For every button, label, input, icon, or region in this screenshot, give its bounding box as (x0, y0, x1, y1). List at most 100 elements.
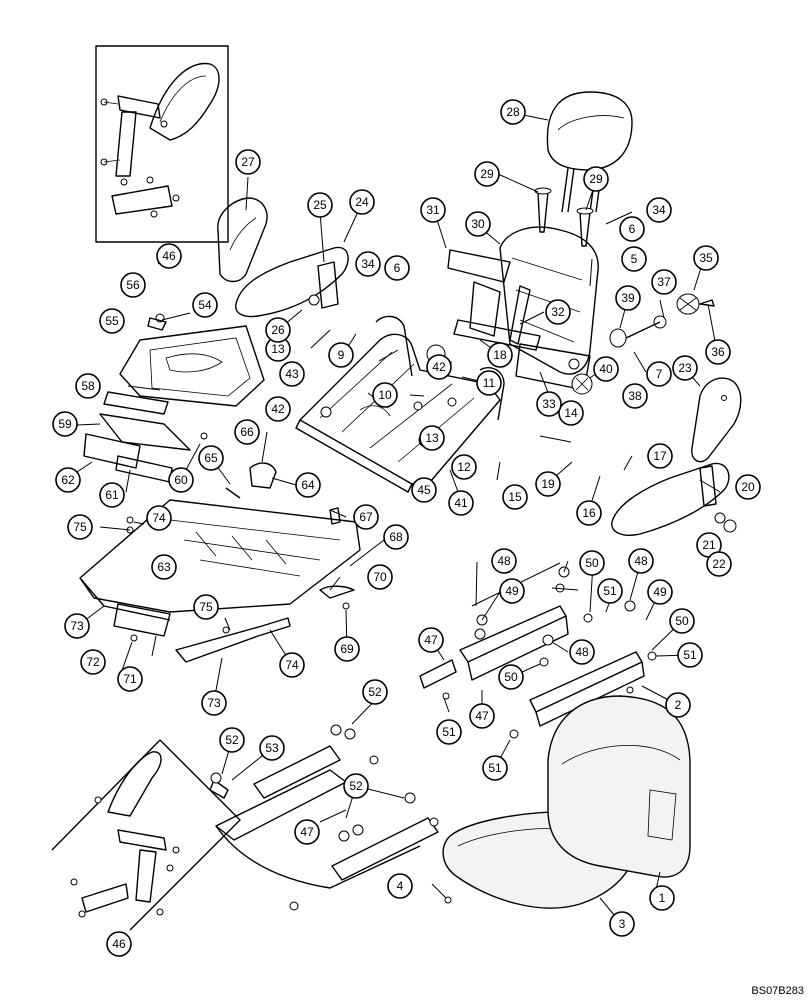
callout-73b: 73 (201, 690, 227, 716)
callout-17: 17 (647, 443, 673, 469)
svg-text:69: 69 (340, 642, 354, 656)
svg-text:47: 47 (475, 709, 489, 723)
callout-54: 54 (192, 292, 218, 318)
svg-text:10: 10 (378, 388, 392, 402)
inset-detail-top (95, 45, 229, 243)
callout-15: 15 (502, 484, 528, 510)
svg-text:19: 19 (541, 477, 555, 491)
svg-text:54: 54 (198, 298, 212, 312)
callout-5: 5 (621, 246, 647, 272)
svg-text:2: 2 (675, 698, 682, 712)
svg-text:68: 68 (389, 530, 403, 544)
callout-75b: 75 (193, 594, 219, 620)
svg-text:6: 6 (629, 222, 636, 236)
svg-text:50: 50 (585, 556, 599, 570)
callout-72: 72 (80, 649, 106, 675)
callout-51b: 51 (677, 642, 703, 668)
svg-text:37: 37 (657, 275, 671, 289)
svg-text:71: 71 (123, 672, 137, 686)
svg-text:13: 13 (425, 431, 439, 445)
callout-27: 27 (235, 149, 261, 175)
callout-53: 53 (259, 735, 285, 761)
svg-text:75: 75 (73, 520, 87, 534)
seat-plate (119, 313, 265, 407)
callout-47c: 47 (294, 819, 320, 845)
svg-text:45: 45 (417, 483, 431, 497)
bottom-rail-assembly (209, 724, 452, 911)
svg-text:48: 48 (634, 554, 648, 568)
svg-text:13: 13 (271, 342, 285, 356)
callout-48b: 48 (628, 548, 654, 574)
callout-20: 20 (735, 474, 761, 500)
callout-6b: 6 (384, 255, 410, 281)
callout-50: 50 (579, 550, 605, 576)
svg-text:41: 41 (454, 496, 468, 510)
callout-63: 63 (151, 554, 177, 580)
callout-29: 29 (474, 161, 500, 187)
svg-text:73: 73 (70, 619, 84, 633)
svg-text:51: 51 (683, 648, 697, 662)
callout-47: 47 (418, 627, 444, 653)
svg-text:74: 74 (152, 511, 166, 525)
seat-cushions (442, 695, 691, 909)
callout-1: 1 (649, 885, 675, 911)
recline-knob (609, 293, 715, 348)
svg-text:63: 63 (157, 560, 171, 574)
callout-42b: 42 (265, 396, 291, 422)
callout-26: 26 (265, 317, 291, 343)
svg-text:62: 62 (61, 473, 75, 487)
inset-detail-bottom (51, 739, 241, 931)
callout-74b: 74 (279, 652, 305, 678)
svg-text:67: 67 (359, 510, 373, 524)
svg-text:25: 25 (313, 198, 327, 212)
callout-31: 31 (420, 197, 446, 223)
svg-text:42: 42 (271, 402, 285, 416)
callout-43: 43 (279, 361, 305, 387)
svg-text:29: 29 (589, 172, 603, 186)
svg-text:20: 20 (741, 480, 755, 494)
svg-text:52: 52 (225, 733, 239, 747)
svg-text:60: 60 (174, 473, 188, 487)
callout-38: 38 (622, 383, 648, 409)
callout-70: 70 (367, 564, 393, 590)
document-code: BS07B283 (751, 985, 804, 997)
svg-text:52: 52 (349, 779, 363, 793)
svg-text:46: 46 (162, 249, 176, 263)
lumbar-parts (83, 391, 208, 483)
callout-52b: 52 (219, 727, 245, 753)
callout-7: 7 (646, 361, 672, 387)
svg-text:24: 24 (355, 195, 369, 209)
callout-50b: 50 (669, 608, 695, 634)
callout-23: 23 (672, 355, 698, 381)
svg-text:52: 52 (368, 685, 382, 699)
callout-14: 14 (558, 400, 584, 426)
svg-text:58: 58 (81, 379, 95, 393)
svg-text:17: 17 (653, 449, 667, 463)
svg-text:65: 65 (204, 451, 218, 465)
svg-text:18: 18 (493, 348, 507, 362)
svg-text:70: 70 (373, 570, 387, 584)
callout-3: 3 (609, 911, 635, 937)
svg-text:27: 27 (241, 155, 255, 169)
svg-text:55: 55 (105, 314, 119, 328)
callout-68: 68 (383, 524, 409, 550)
svg-text:38: 38 (628, 389, 642, 403)
callout-36: 36 (705, 339, 731, 365)
callout-32: 32 (545, 299, 571, 325)
callout-18: 18 (487, 342, 513, 368)
callout-67: 67 (353, 504, 379, 530)
svg-text:11: 11 (483, 376, 496, 390)
callout-25: 25 (307, 192, 333, 218)
callout-45: 45 (411, 477, 437, 503)
svg-text:15: 15 (508, 490, 522, 504)
callout-75: 75 (67, 514, 93, 540)
svg-text:30: 30 (471, 217, 485, 231)
backrest-frame (447, 226, 599, 395)
callout-37: 37 (651, 269, 677, 295)
headrest (534, 91, 633, 247)
callout-47b: 47 (469, 703, 495, 729)
svg-text:66: 66 (240, 425, 254, 439)
callout-34b: 34 (355, 251, 381, 277)
svg-text:21: 21 (702, 538, 716, 552)
